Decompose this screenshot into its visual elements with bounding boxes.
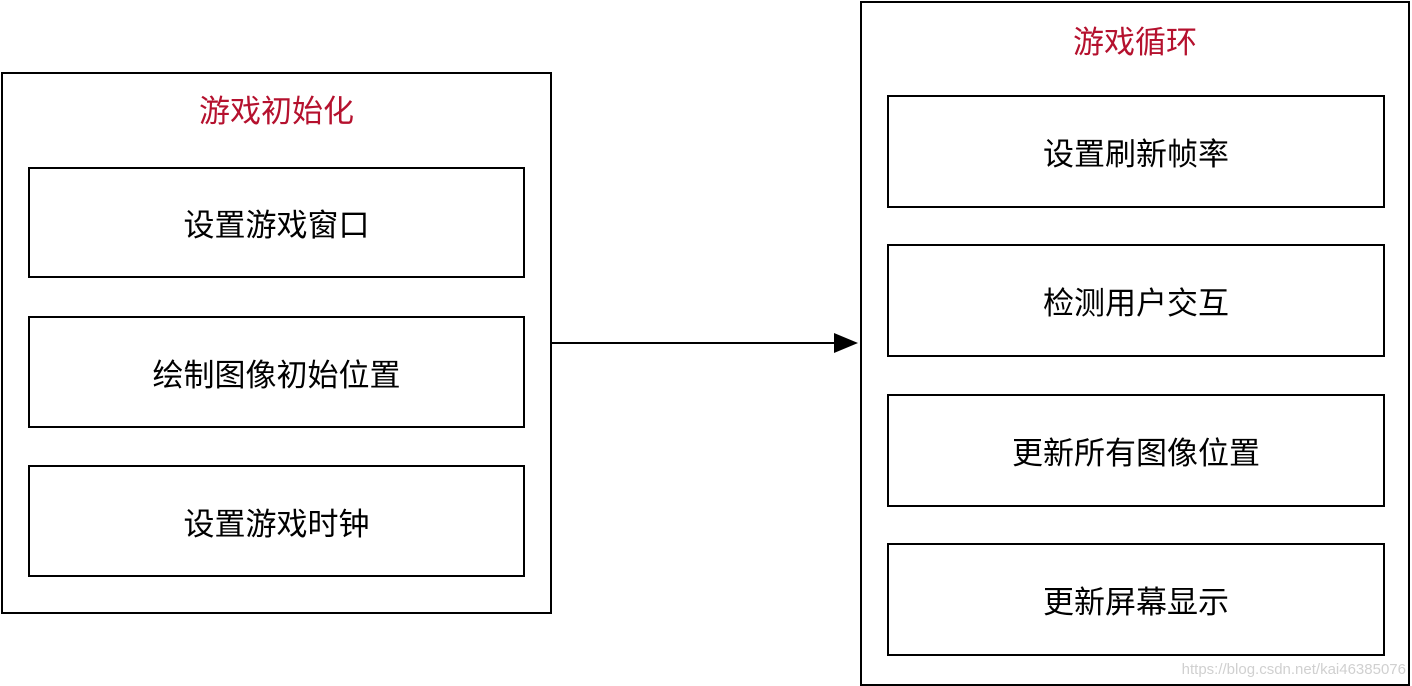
step-set-game-clock: 设置游戏时钟 <box>28 465 525 577</box>
step-update-screen-display: 更新屏幕显示 <box>887 543 1385 656</box>
step-draw-initial-positions: 绘制图像初始位置 <box>28 316 525 428</box>
watermark-text: https://blog.csdn.net/kai46385076 <box>1181 661 1406 678</box>
flow-arrow-head <box>834 333 858 353</box>
game-loop-title: 游戏循环 <box>1073 25 1197 61</box>
game-init-title: 游戏初始化 <box>199 94 354 130</box>
step-update-image-positions: 更新所有图像位置 <box>887 394 1385 507</box>
step-set-game-window: 设置游戏窗口 <box>28 167 525 278</box>
step-detect-user-interaction: 检测用户交互 <box>887 244 1385 357</box>
step-set-frame-rate: 设置刷新帧率 <box>887 95 1385 208</box>
